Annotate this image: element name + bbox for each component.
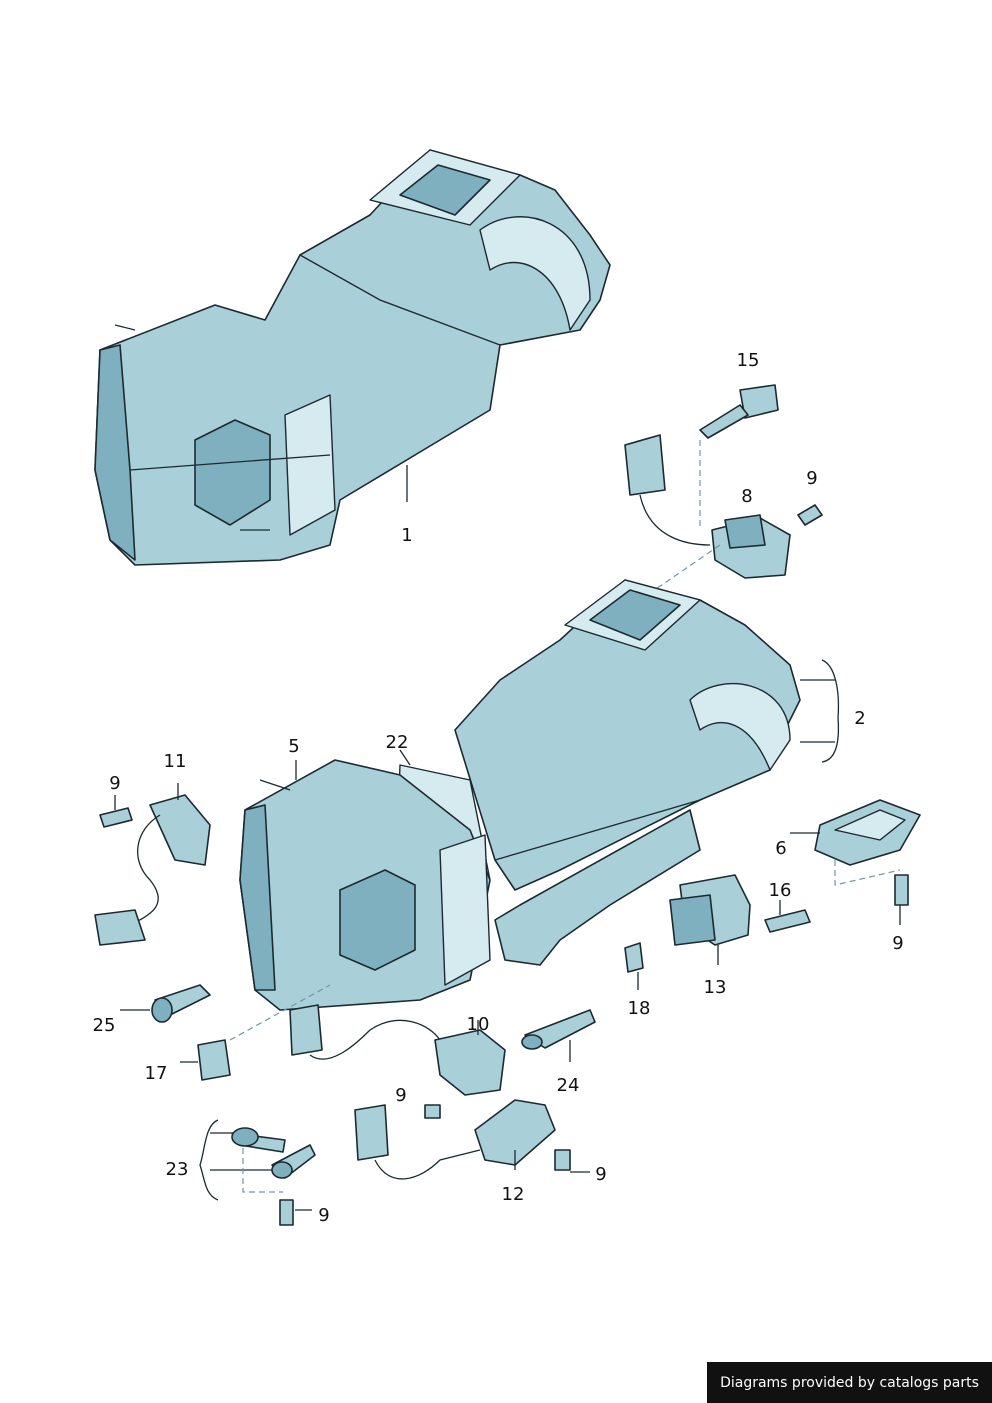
screw-9-right — [894, 874, 909, 906]
cover-6 — [814, 799, 921, 866]
clip-18 — [624, 942, 644, 973]
label-part-12: 12 — [501, 1184, 525, 1205]
label-part-23: 23 — [165, 1159, 189, 1180]
sensor-11 — [94, 794, 211, 946]
label-part-17: 17 — [144, 1063, 168, 1084]
screw-9-top — [797, 504, 823, 526]
label-part-9-right: 9 — [892, 933, 904, 954]
label-part-16: 16 — [768, 880, 792, 901]
bolt-16 — [764, 909, 811, 933]
servo-motor-8 — [624, 434, 791, 579]
label-part-8: 8 — [741, 486, 753, 507]
screw-9-left — [99, 807, 133, 828]
label-part-1: 1 — [401, 525, 413, 546]
label-part-11: 11 — [163, 751, 187, 772]
resistor-13 — [669, 874, 751, 946]
credit-banner: Diagrams provided by catalogs parts — [707, 1362, 992, 1403]
label-part-10: 10 — [466, 1014, 490, 1035]
air-channel — [494, 809, 701, 966]
servo-motor-12 — [354, 1099, 556, 1180]
label-part-25: 25 — [92, 1015, 116, 1036]
screw-9-lower-right — [554, 1149, 571, 1171]
label-part-2: 2 — [854, 708, 866, 729]
label-part-22: 22 — [385, 732, 409, 753]
servo-motor-10 — [289, 1004, 506, 1096]
label-part-24: 24 — [556, 1075, 580, 1096]
screw-9-bottom — [279, 1199, 294, 1226]
label-part-9-lower-right: 9 — [595, 1164, 607, 1185]
screw-9-mid — [424, 1104, 441, 1119]
label-part-15: 15 — [736, 350, 760, 371]
housing-assembly-upper — [94, 149, 611, 566]
label-part-13: 13 — [703, 977, 727, 998]
ring-25 — [151, 984, 211, 1023]
label-part-9-top: 9 — [806, 468, 818, 489]
label-part-9-bottom: 9 — [318, 1205, 330, 1226]
housing-5 — [239, 759, 491, 1011]
label-part-6: 6 — [775, 838, 787, 859]
label-part-18: 18 — [627, 998, 651, 1019]
label-part-5: 5 — [288, 736, 300, 757]
label-part-9-left: 9 — [109, 773, 121, 794]
label-part-9-mid: 9 — [395, 1085, 407, 1106]
housing-half-2 — [454, 579, 801, 891]
lever-24 — [521, 1009, 596, 1050]
levers-23 — [231, 1127, 316, 1179]
connector-17 — [197, 1039, 231, 1081]
sensor-15 — [699, 384, 779, 439]
